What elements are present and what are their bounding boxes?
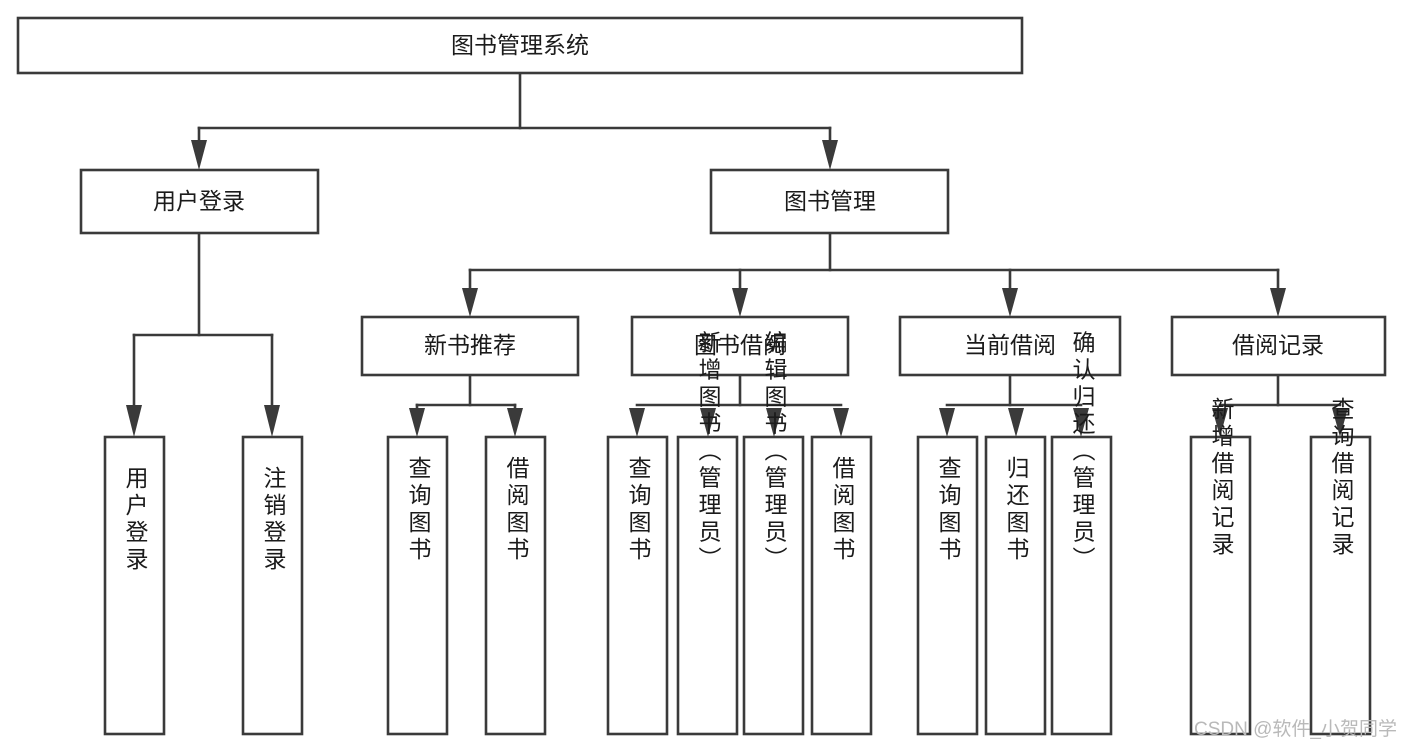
node-new-book-recommend-box[interactable] xyxy=(360,315,580,377)
node-book-borrow-box[interactable] xyxy=(630,315,850,377)
leaf-borrow-book-bb-box[interactable] xyxy=(810,435,873,736)
leaf-return-book-box[interactable] xyxy=(984,435,1047,736)
node-new-book-recommend-label: 新书推荐 xyxy=(424,332,516,358)
node-new-book-recommend[interactable]: 新书推荐 xyxy=(360,315,580,377)
arrow-head-new-book-recommend xyxy=(462,288,478,317)
arrow-head-leaf-query-book-bb xyxy=(629,408,645,437)
node-root[interactable]: 图书管理系统 xyxy=(16,16,1024,75)
leaf-add-record[interactable]: 新增借阅记录 xyxy=(1189,397,1252,736)
leaf-borrow-book-rec-box[interactable] xyxy=(484,435,547,736)
leaf-user-logout-label: 注销登录 xyxy=(260,466,287,574)
leaf-edit-book[interactable]: 编辑图书（管理员） xyxy=(742,331,805,736)
node-book-manage[interactable]: 图书管理 xyxy=(709,168,950,235)
arrow-head-leaf-query-book-rec xyxy=(409,408,425,437)
arrow-head-leaf-query-record xyxy=(1332,408,1348,437)
node-book-manage-label: 图书管理 xyxy=(784,188,876,214)
leaf-user-login[interactable]: 用户登录 xyxy=(103,435,166,736)
leaf-add-book-box[interactable] xyxy=(676,435,739,736)
node-current-borrow-label: 当前借阅 xyxy=(964,332,1056,358)
node-borrow-record-label: 借阅记录 xyxy=(1232,332,1324,358)
node-borrow-record[interactable]: 借阅记录 xyxy=(1170,315,1387,377)
arrow-head-leaf-return-book xyxy=(1008,408,1024,437)
leaf-return-book[interactable]: 归还图书 xyxy=(984,435,1047,736)
leaf-query-book-cb-label: 查询图书 xyxy=(935,456,962,564)
leaf-query-book-rec-box[interactable] xyxy=(386,435,449,736)
leaf-add-record-label: 新增借阅记录 xyxy=(1208,397,1235,559)
node-book-borrow-label: 图书借阅 xyxy=(694,332,786,358)
leaf-edit-book-box[interactable] xyxy=(742,435,805,736)
leaf-query-record[interactable]: 查询借阅记录 xyxy=(1309,397,1372,736)
arrow-head-leaf-user-login xyxy=(126,405,142,437)
arrow-head-leaf-user-logout xyxy=(264,405,280,437)
node-user-login[interactable]: 用户登录 xyxy=(79,168,320,235)
arrow-head-book-borrow xyxy=(732,288,748,317)
leaf-user-login-label: 用户登录 xyxy=(122,466,149,574)
leaf-query-book-bb-box[interactable] xyxy=(606,435,669,736)
leaf-confirm-return-label: 确认归还（管理员） xyxy=(1069,331,1096,574)
arrow-head-leaf-query-book-cb xyxy=(939,408,955,437)
leaf-query-record-box[interactable] xyxy=(1309,435,1372,736)
arrow-head-current-borrow xyxy=(1002,288,1018,317)
node-user-login-label: 用户登录 xyxy=(153,188,245,214)
leaf-confirm-return-box[interactable] xyxy=(1050,435,1113,736)
leaf-borrow-book-rec-label: 借阅图书 xyxy=(503,456,530,564)
leaf-confirm-return[interactable]: 确认归还（管理员） xyxy=(1050,331,1113,736)
node-user-login-box[interactable] xyxy=(79,168,320,235)
arrow-head-user-login xyxy=(191,140,207,170)
leaf-borrow-book-rec[interactable]: 借阅图书 xyxy=(484,435,547,736)
arrow-head-book-manage xyxy=(822,140,838,170)
arrow-head-leaf-edit-book xyxy=(766,408,782,437)
leaf-query-book-bb-label: 查询图书 xyxy=(625,456,652,564)
node-root-label: 图书管理系统 xyxy=(451,32,589,58)
node-book-borrow[interactable]: 图书借阅 xyxy=(630,315,850,377)
arrow-head-leaf-add-record xyxy=(1212,408,1228,437)
arrow-head-borrow-record xyxy=(1270,288,1286,317)
leaf-user-login-box[interactable] xyxy=(103,435,166,736)
leaf-user-logout[interactable]: 注销登录 xyxy=(241,435,304,736)
arrow-head-leaf-add-book xyxy=(700,408,716,437)
leaf-query-book-cb-box[interactable] xyxy=(916,435,979,736)
leaf-query-book-rec[interactable]: 查询图书 xyxy=(386,435,449,736)
leaf-query-book-cb[interactable]: 查询图书 xyxy=(916,435,979,736)
arrow-head-leaf-confirm-return xyxy=(1073,408,1089,437)
leaf-user-logout-box[interactable] xyxy=(241,435,304,736)
leaf-add-book[interactable]: 新增图书（管理员） xyxy=(676,331,739,736)
node-borrow-record-box[interactable] xyxy=(1170,315,1387,377)
leaf-return-book-label: 归还图书 xyxy=(1003,456,1030,564)
leaf-query-book-bb[interactable]: 查询图书 xyxy=(606,435,669,736)
leaf-query-record-label: 查询借阅记录 xyxy=(1328,397,1355,559)
leaf-borrow-book-bb[interactable]: 借阅图书 xyxy=(810,435,873,736)
connector-layer xyxy=(126,71,1348,437)
leaf-add-record-box[interactable] xyxy=(1189,435,1252,736)
node-current-borrow-box[interactable] xyxy=(898,315,1122,377)
leaf-query-book-rec-label: 查询图书 xyxy=(405,456,432,564)
leaf-add-book-label: 新增图书（管理员） xyxy=(695,331,722,574)
node-current-borrow[interactable]: 当前借阅 xyxy=(898,315,1122,377)
node-book-manage-box[interactable] xyxy=(709,168,950,235)
leaf-edit-book-label: 编辑图书（管理员） xyxy=(761,331,788,574)
node-root-box[interactable] xyxy=(16,16,1024,75)
arrow-head-leaf-borrow-book-bb xyxy=(833,408,849,437)
arrow-head-leaf-borrow-book-rec xyxy=(507,408,523,437)
leaf-borrow-book-bb-label: 借阅图书 xyxy=(829,456,856,564)
